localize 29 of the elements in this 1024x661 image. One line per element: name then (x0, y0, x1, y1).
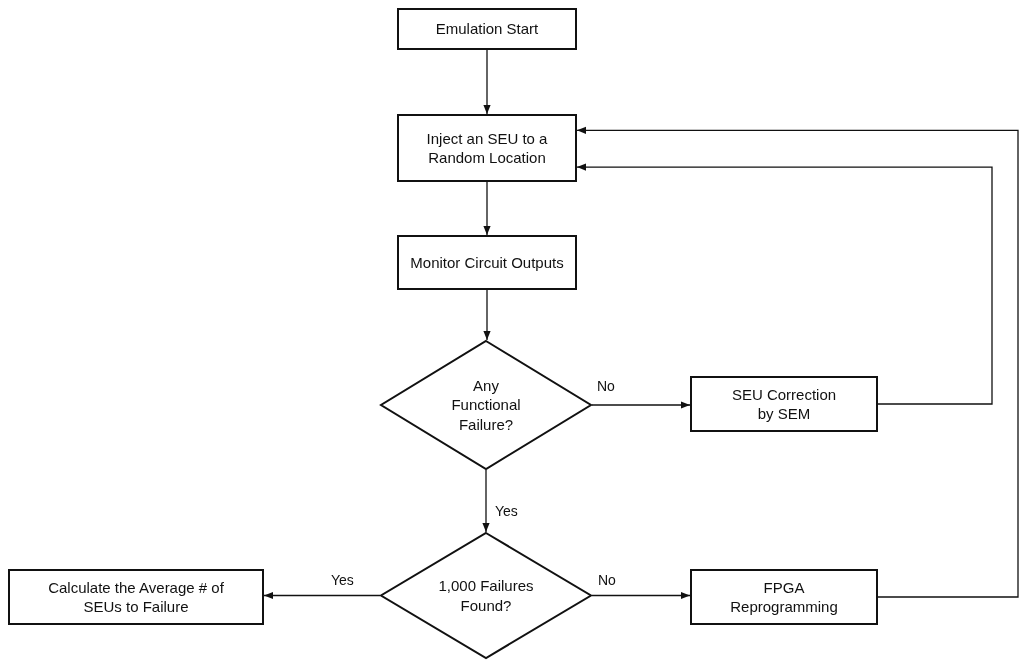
edge-label: Yes (330, 572, 355, 588)
arrow (483, 289, 491, 341)
arrow (483, 181, 491, 236)
decision-diamond (380, 340, 592, 470)
process-box (8, 569, 264, 625)
node-label: Inject an SEU to a Random Location (425, 128, 549, 168)
arrow (483, 49, 491, 115)
node-label: Monitor Circuit Outputs (410, 252, 564, 273)
edge-label: No (597, 572, 617, 588)
node-label: FPGA Reprogramming (729, 577, 839, 617)
node-label: SEU Correction by SEM (730, 384, 838, 424)
process-box (397, 235, 577, 290)
node-label: Emulation Start (435, 19, 539, 39)
node-label: 1,000 Failures Found? (437, 576, 535, 615)
process-box (690, 376, 878, 432)
arrow (576, 163, 993, 405)
process-box (397, 8, 577, 50)
arrow (576, 126, 1019, 598)
process-box (690, 569, 878, 625)
process-box (397, 114, 577, 182)
arrow (591, 591, 691, 600)
arrow (482, 469, 490, 533)
edge-label: No (596, 378, 616, 394)
arrow (591, 401, 691, 409)
edge-label: Yes (494, 503, 519, 519)
node-label: Any Functional Failure? (450, 375, 522, 435)
node-label: Calculate the Average # of SEUs to Failure (47, 577, 225, 617)
arrow (263, 591, 381, 600)
decision-diamond (380, 532, 592, 659)
